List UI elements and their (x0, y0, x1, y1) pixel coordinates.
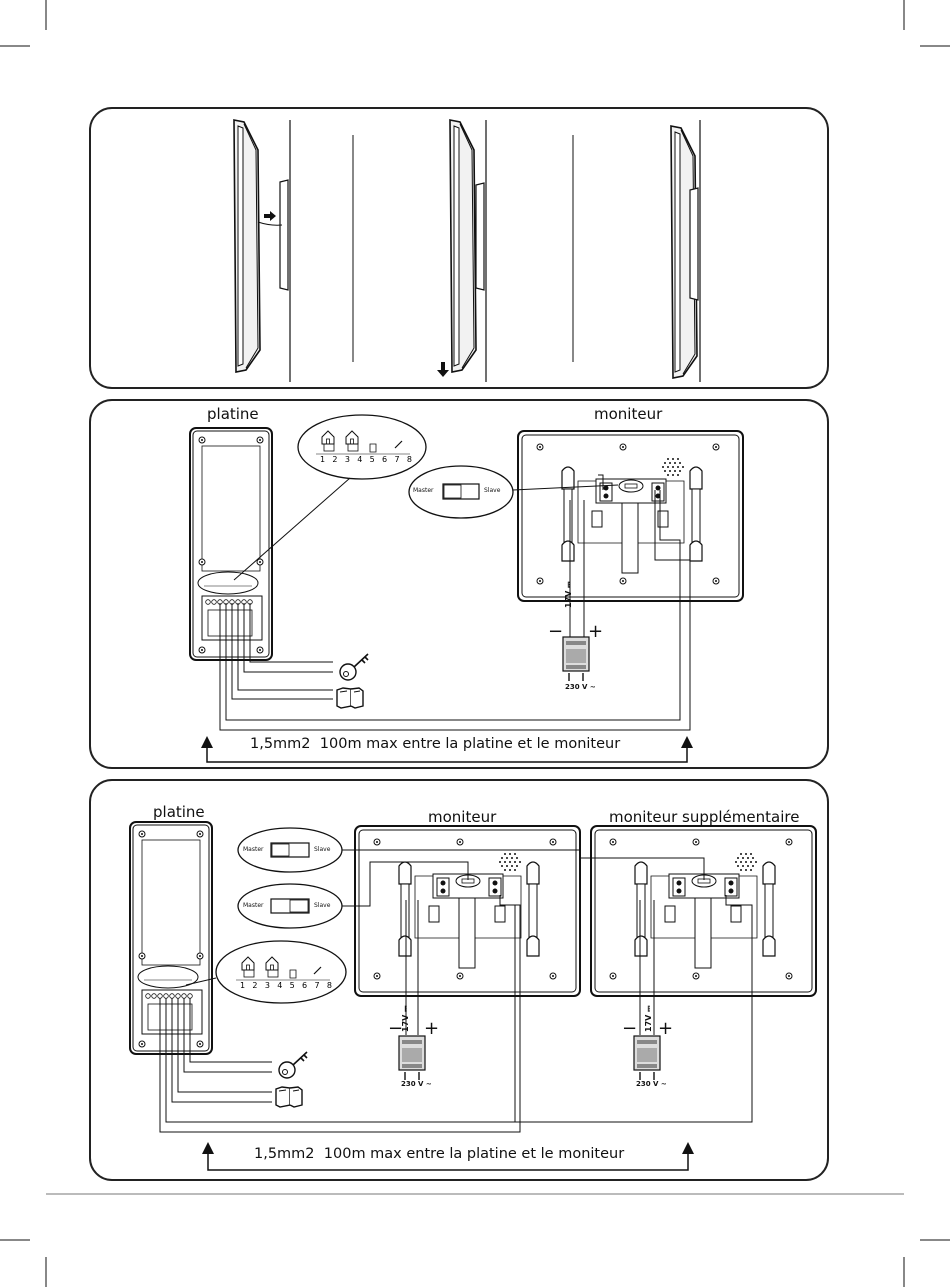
terminal-1: 1 (320, 455, 325, 464)
psu-voltage-dc: 17V ⎓ (564, 581, 574, 608)
monitor-back-view (355, 826, 580, 996)
terminal-4: 4 (277, 981, 282, 990)
psu-plus: + (588, 621, 603, 642)
terminal-3: 3 (265, 981, 270, 990)
psu-plus: + (424, 1018, 439, 1039)
terminal-4: 4 (357, 455, 362, 464)
terminal-6: 6 (302, 981, 307, 990)
switch-slave-label: Slave (484, 487, 500, 494)
platine-label: platine (207, 405, 259, 423)
arrow-up-icon (681, 736, 693, 748)
button-icon (276, 1087, 302, 1107)
switch2-master-label: Master (243, 902, 264, 909)
switch1-slave-label: Slave (314, 846, 330, 853)
power-supply (399, 1036, 425, 1080)
terminal-2: 2 (252, 981, 257, 990)
monitor-back-view (518, 431, 743, 601)
psu-minus: − (548, 621, 563, 642)
power-supply (634, 1036, 660, 1080)
button-icon (337, 688, 363, 708)
panel-single-monitor (90, 400, 828, 768)
arrow-right-icon (264, 211, 276, 221)
cable-spec: 1,5mm2 100m max entre la platine et le m… (250, 736, 620, 752)
terminal-3: 3 (345, 455, 350, 464)
terminal-6: 6 (382, 455, 387, 464)
arrow-up-icon (202, 1142, 214, 1154)
terminal-8: 8 (327, 981, 332, 990)
terminal-7: 7 (394, 455, 399, 464)
switch2-slave-label: Slave (314, 902, 330, 909)
terminal-numbers: 1 2 3 4 5 6 7 8 (240, 981, 332, 990)
psu2-plus: + (658, 1018, 673, 1039)
psu2-mains-label: 230 V ~ (636, 1080, 667, 1088)
switch-master-label: Master (413, 487, 434, 494)
terminal-numbers: 1 2 3 4 5 6 7 8 (320, 455, 412, 464)
terminal-8: 8 (407, 455, 412, 464)
moniteur-label: moniteur (594, 405, 662, 423)
extra-moniteur-label: moniteur supplémentaire (609, 808, 799, 826)
psu-minus: − (388, 1018, 403, 1039)
terminal-7: 7 (314, 981, 319, 990)
terminal-5: 5 (290, 981, 295, 990)
platine-label: platine (153, 803, 205, 821)
cable-spec: 1,5mm2 100m max entre la platine et le m… (254, 1146, 624, 1162)
power-supply (563, 637, 589, 681)
psu-mains-label: 230 V ~ (565, 683, 596, 691)
terminal-2: 2 (332, 455, 337, 464)
psu-mains-label: 230 V ~ (401, 1080, 432, 1088)
key-icon (340, 654, 368, 680)
panel-mounting (90, 108, 828, 388)
terminal-1: 1 (240, 981, 245, 990)
switch1-master-label: Master (243, 846, 264, 853)
arrow-up-icon (682, 1142, 694, 1154)
panel-dual-monitor (90, 780, 828, 1180)
psu2-minus: − (622, 1018, 637, 1039)
arrow-down-icon (437, 362, 449, 377)
door-station (130, 822, 212, 1054)
terminal-5: 5 (370, 455, 375, 464)
key-icon (279, 1052, 307, 1078)
moniteur-label: moniteur (428, 808, 496, 826)
extra-monitor-back-view (591, 826, 816, 996)
door-station (190, 428, 272, 660)
psu2-voltage-dc: 17V ⎓ (644, 1005, 654, 1032)
arrow-up-icon (201, 736, 213, 748)
